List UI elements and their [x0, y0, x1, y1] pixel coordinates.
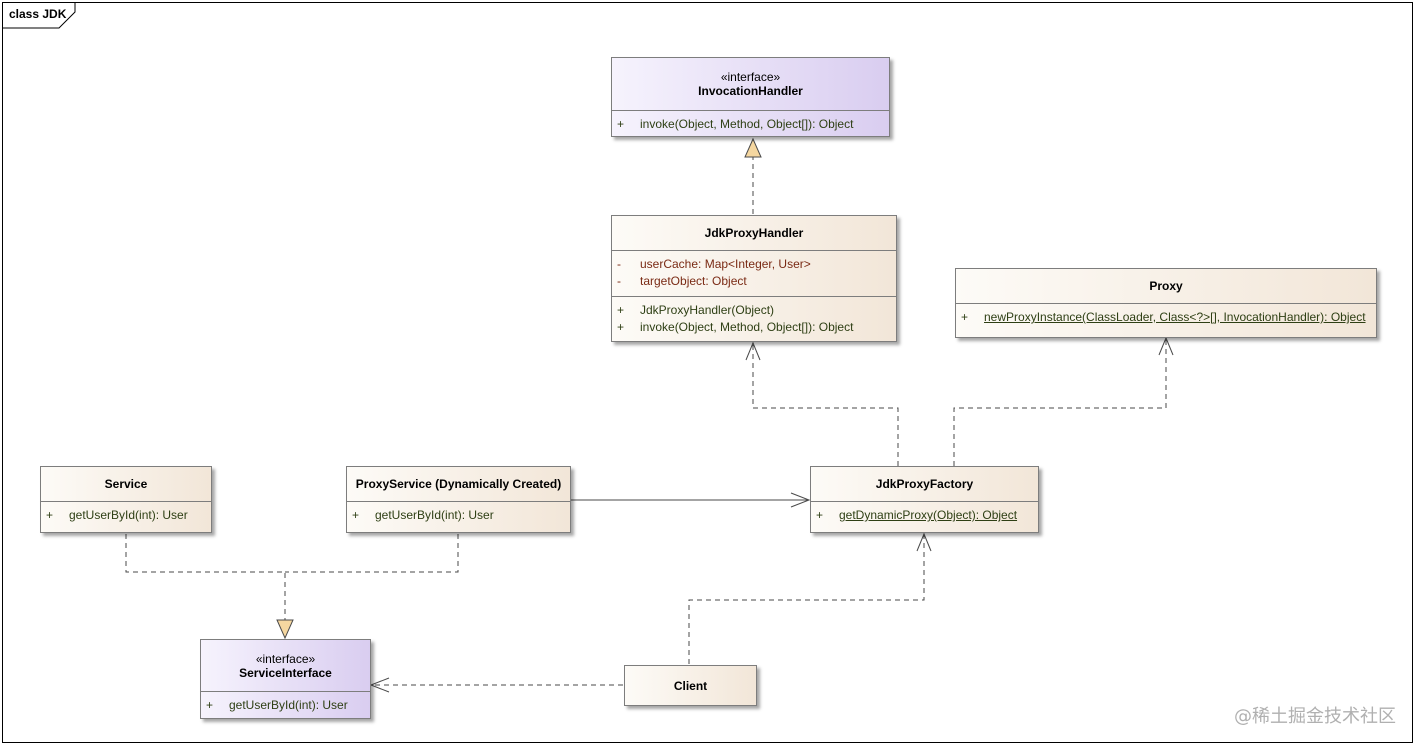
visibility-marker: + [46, 508, 54, 522]
operation-signature: invoke(Object, Method, Object[]): Object [640, 320, 854, 334]
attribute-declaration: targetObject: Object [640, 274, 747, 288]
class-jdk-proxy-handler[interactable]: JdkProxyHandler - userCache: Map<Integer… [611, 215, 897, 342]
class-header: Client [625, 666, 756, 705]
class-service-interface[interactable]: «interface» ServiceInterface + getUserBy… [200, 639, 371, 719]
class-name: Service [104, 477, 148, 491]
operation-row: + getDynamicProxy(Object): Object [811, 507, 1038, 524]
class-name: JdkProxyHandler [704, 226, 804, 240]
class-proxy-service[interactable]: ProxyService (Dynamically Created) + get… [346, 466, 571, 533]
operation-row: + invoke(Object, Method, Object[]): Obje… [612, 319, 896, 336]
operation-row: + getUserById(int): User [201, 697, 370, 714]
operation-signature: getUserById(int): User [375, 508, 494, 522]
operation-row: + getUserById(int): User [41, 507, 211, 524]
edge-jdkproxyfactory-proxy-head [1158, 336, 1174, 356]
attribute-row: - userCache: Map<Integer, User> [612, 256, 896, 273]
operation-signature: getUserById(int): User [69, 508, 188, 522]
class-header: «interface» ServiceInterface [201, 640, 370, 691]
visibility-marker: - [617, 257, 621, 271]
operation-row: + invoke(Object, Method, Object[]): Obje… [612, 116, 889, 133]
operations-section: + getUserById(int): User [201, 691, 370, 714]
class-name: ProxyService (Dynamically Created) [355, 477, 562, 491]
operations-section: + getUserById(int): User [347, 501, 570, 524]
class-name: ServiceInterface [239, 665, 332, 680]
operation-signature: getDynamicProxy(Object): Object [839, 508, 1018, 522]
class-header: JdkProxyHandler [612, 216, 896, 250]
class-invocation-handler[interactable]: «interface» InvocationHandler + invoke(O… [611, 57, 890, 137]
stereotype-label: «interface» [720, 70, 781, 84]
operations-section: + JdkProxyHandler(Object) + invoke(Objec… [612, 296, 896, 336]
visibility-marker: + [617, 303, 625, 317]
class-name: Proxy [1149, 279, 1183, 293]
visibility-marker: + [961, 310, 969, 324]
class-name: JdkProxyFactory [875, 477, 974, 491]
edge-client-serviceinterface-head [369, 677, 390, 693]
visibility-marker: + [617, 117, 625, 131]
frame-label: class JDK [9, 7, 67, 21]
edge-service-serviceinterface [125, 534, 286, 620]
operations-section: + newProxyInstance(ClassLoader, Class<?>… [956, 303, 1376, 326]
edge-jdkproxyfactory-jdkproxyhandler-head [745, 341, 761, 361]
class-client[interactable]: Client [624, 665, 757, 706]
visibility-marker: + [617, 320, 625, 334]
edge-client-jdkproxyfactory-head [916, 532, 932, 552]
edge-proxyservice-serviceinterface [285, 534, 459, 573]
operation-row: + JdkProxyHandler(Object) [612, 302, 896, 319]
visibility-marker: + [816, 508, 824, 522]
class-header: Proxy [956, 269, 1376, 303]
edge-proxyservice-jdkproxyfactory-head [790, 492, 811, 508]
visibility-marker: + [206, 698, 214, 712]
edge-client-jdkproxyfactory [688, 535, 925, 664]
frame-label-tab [3, 3, 76, 29]
class-header: JdkProxyFactory [811, 467, 1038, 501]
operations-section: + getDynamicProxy(Object): Object [811, 501, 1038, 524]
operation-signature: invoke(Object, Method, Object[]): Object [640, 117, 854, 131]
attribute-declaration: userCache: Map<Integer, User> [640, 257, 811, 271]
operation-signature: getUserById(int): User [229, 698, 348, 712]
edge-serviceinterface-realization-head [276, 619, 294, 640]
class-header: «interface» InvocationHandler [612, 58, 889, 110]
edge-jdkproxyfactory-jdkproxyhandler [752, 344, 899, 466]
attributes-section: - userCache: Map<Integer, User> - target… [612, 250, 896, 296]
class-proxy[interactable]: Proxy + newProxyInstance(ClassLoader, Cl… [955, 268, 1377, 338]
visibility-marker: - [617, 274, 621, 288]
class-service[interactable]: Service + getUserById(int): User [40, 466, 212, 533]
stereotype-label: «interface» [255, 651, 316, 666]
visibility-marker: + [352, 508, 360, 522]
edge-jdkproxyhandler-invocationhandler-head [744, 137, 762, 158]
edge-jdkproxyfactory-proxy [953, 339, 1167, 466]
attribute-row: - targetObject: Object [612, 273, 896, 290]
watermark-text: @稀土掘金技术社区 [1234, 706, 1396, 727]
operation-row: + getUserById(int): User [347, 507, 570, 524]
operations-section: + invoke(Object, Method, Object[]): Obje… [612, 110, 889, 133]
class-header: ProxyService (Dynamically Created) [347, 467, 570, 501]
class-jdk-proxy-factory[interactable]: JdkProxyFactory + getDynamicProxy(Object… [810, 466, 1039, 533]
operation-row: + newProxyInstance(ClassLoader, Class<?>… [956, 309, 1376, 326]
class-name: Client [673, 678, 708, 693]
class-header: Service [41, 467, 211, 501]
operations-section: + getUserById(int): User [41, 501, 211, 524]
operation-signature: JdkProxyHandler(Object) [640, 303, 775, 317]
operation-signature: newProxyInstance(ClassLoader, Class<?>[]… [984, 310, 1366, 324]
class-name: InvocationHandler [698, 84, 803, 98]
